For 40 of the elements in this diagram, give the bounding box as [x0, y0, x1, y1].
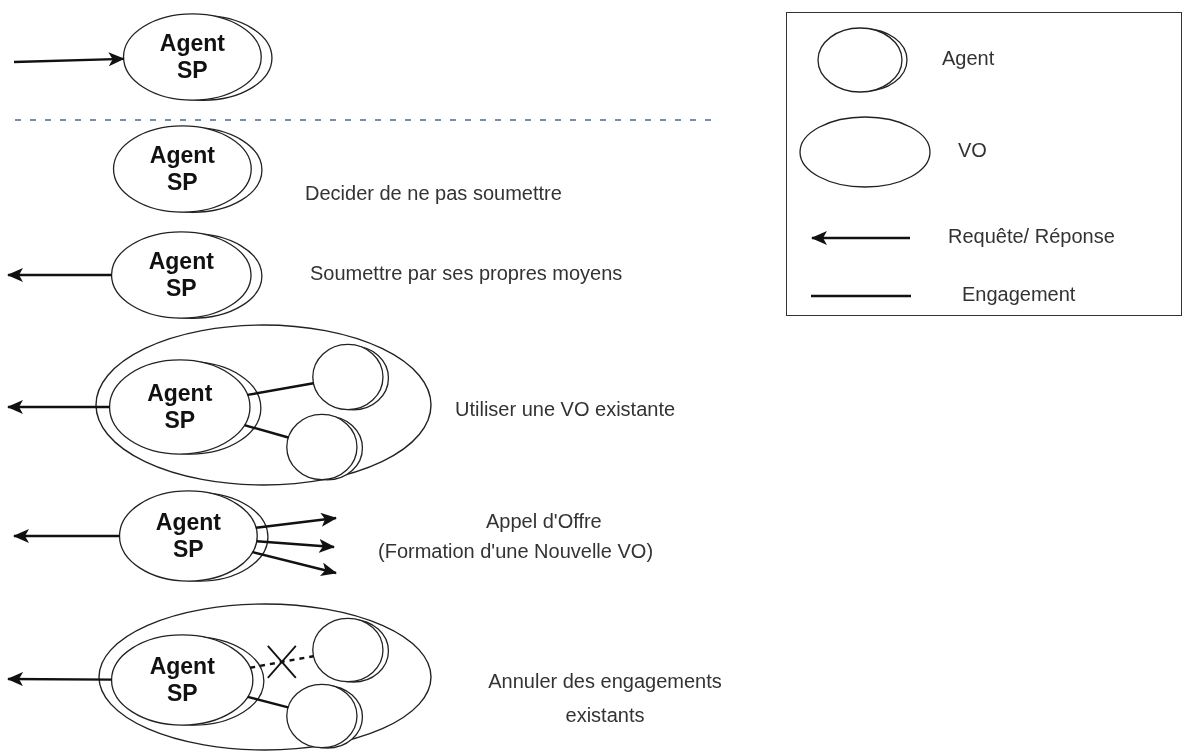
caption-text: Appel d'Offre [486, 510, 602, 533]
agent-ellipse [118, 489, 271, 583]
arrow [7, 672, 112, 687]
vo-ellipse [95, 324, 432, 486]
agent-ellipse [122, 12, 275, 102]
arrow [7, 268, 112, 282]
caption-text: (Formation d'une Nouvelle VO) [378, 540, 654, 563]
agent-label: Agent SP [146, 380, 214, 434]
agent-ellipse [110, 230, 265, 320]
arrow [256, 538, 335, 553]
arrow [13, 529, 120, 543]
agent-label: Agent SP [148, 653, 216, 707]
legend-label: Requête/ Réponse [948, 225, 1115, 248]
arrow [13, 52, 125, 67]
dashed-line [250, 655, 314, 669]
agent-circle [312, 343, 390, 411]
agent-circle [286, 683, 364, 749]
agent-label: Agent SP [158, 30, 226, 84]
connector-line [247, 695, 289, 709]
vo-ellipse [98, 603, 432, 751]
legend-label: Engagement [962, 283, 1076, 306]
agent-label: Agent SP [147, 248, 215, 302]
connector-line [247, 382, 314, 397]
caption-text: Utiliser une VO existante [455, 398, 676, 421]
legend-label: VO [958, 139, 987, 162]
arrow [255, 512, 337, 529]
legend-label: Agent [942, 47, 995, 70]
arrow [7, 400, 110, 414]
caption-text: Annuler des engagements existants [487, 669, 723, 728]
agent-ellipse [110, 633, 267, 727]
caption-text: Decider de ne pas soumettre [305, 182, 562, 205]
agent-label: Agent SP [154, 509, 222, 563]
arrow [252, 550, 337, 577]
agent-ellipse [112, 124, 265, 214]
agent-circle [286, 413, 364, 481]
caption-text: Soumettre par ses propres moyens [310, 262, 623, 285]
agent-ellipse [108, 358, 264, 456]
agent-label: Agent SP [148, 142, 216, 196]
connector-line [244, 424, 289, 439]
agent-circle [312, 617, 390, 683]
